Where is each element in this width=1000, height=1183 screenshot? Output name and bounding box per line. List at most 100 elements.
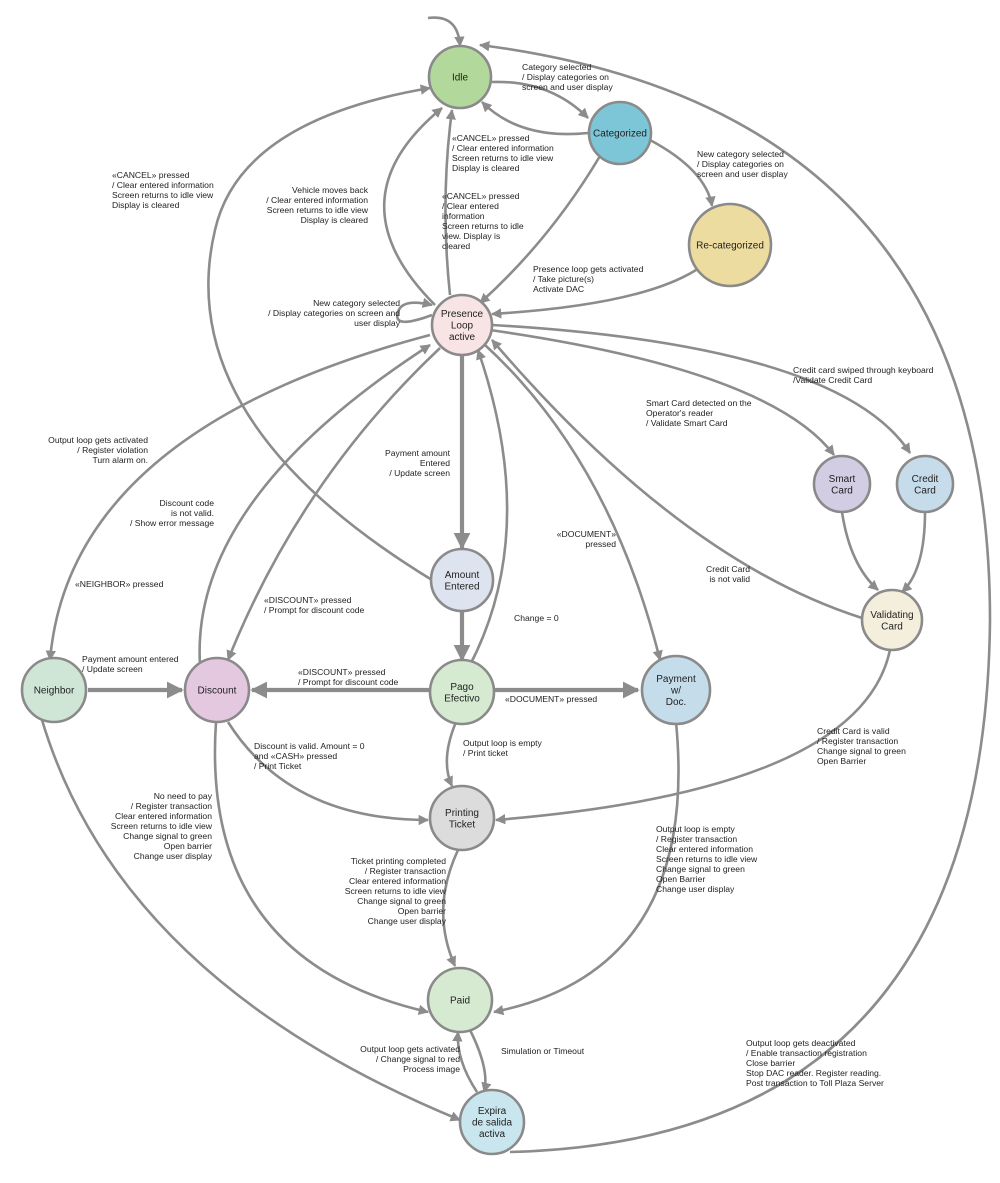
- transition-label-line: Change = 0: [514, 613, 559, 623]
- edge-printing-paid: [441, 849, 460, 967]
- state-circle-paymentdoc: [640, 654, 712, 726]
- state-label-pago: Pago: [450, 682, 474, 693]
- transition-label-line: Change signal to green: [817, 746, 906, 756]
- transition-label-line: / Clear entered information: [266, 195, 368, 205]
- transition-label-line: Display is cleared: [112, 200, 180, 210]
- transition-label-line: / Display categories on: [697, 159, 784, 169]
- transition-label-line: No need to pay: [154, 791, 213, 801]
- state-label-smartcard: Card: [831, 485, 853, 496]
- edge-categorized-recategorized: [649, 138, 716, 208]
- state-label-discount: Discount: [198, 686, 237, 697]
- transition-label-line: Activate DAC: [533, 284, 584, 294]
- edge-paymentdoc-paid: [492, 721, 680, 1016]
- transition-label-line: screen and user display: [522, 82, 613, 92]
- transition-label-line: Clear entered information: [115, 811, 212, 821]
- edge-presence-idle-back: [382, 106, 443, 306]
- edge-presence-discount: [226, 347, 441, 661]
- transition-edges: [40, 16, 992, 1154]
- transition-label-line: / Update screen: [82, 664, 143, 674]
- state-node-neighbor: Neighbor: [20, 656, 88, 724]
- edge-pago-printing: [443, 721, 458, 787]
- transition-label-line: Credit Card: [706, 564, 750, 574]
- transition-label-credit-valid: Credit Card is valid/ Register transacti…: [817, 726, 906, 766]
- transition-label-line: Output loop gets deactivated: [746, 1038, 856, 1048]
- state-circle-amount: [429, 547, 495, 613]
- edge-expira-paid: [452, 1030, 479, 1093]
- transition-label-line: Vehicle moves back: [292, 185, 369, 195]
- transition-label-line: / Prompt for discount code: [298, 677, 399, 687]
- transition-label-line: Process image: [403, 1064, 460, 1074]
- transition-label-line: Output loop is empty: [656, 824, 736, 834]
- transition-label-line: Stop DAC reader. Register reading.: [746, 1068, 881, 1078]
- transition-label-line: «DOCUMENT» pressed: [505, 694, 597, 704]
- state-label-expira: Expira: [478, 1106, 507, 1117]
- state-label-creditcard: Card: [914, 485, 936, 496]
- transition-label-line: Presence loop gets activated: [533, 264, 644, 274]
- edge-pago-presence: [468, 349, 509, 666]
- transition-label-line: / Register violation: [77, 445, 148, 455]
- edge-validating-printing: [494, 649, 892, 825]
- transition-label-line: / Validate Smart Card: [646, 418, 728, 428]
- transition-label-line: / Enable transaction registration: [746, 1048, 867, 1058]
- transition-label-line: / Display categories on screen and: [268, 308, 400, 318]
- transition-label-line: Discount is valid. Amount = 0: [254, 741, 365, 751]
- transition-label-line: Screen returns to idle view: [452, 153, 554, 163]
- state-node-categorized: Categorized: [587, 100, 653, 166]
- transition-label-line: Clear entered information: [656, 844, 753, 854]
- transition-label-line: / Print Ticket: [254, 761, 302, 771]
- transition-label-line: / Register transaction: [656, 834, 737, 844]
- state-circle-expira: [458, 1088, 526, 1156]
- transition-label-line: Change user display: [134, 851, 213, 861]
- state-node-recategorized: Re-categorized: [687, 202, 773, 288]
- edge-expira-idle: [478, 41, 992, 1154]
- transition-label-payment-neighbor: Payment amount entered/ Update screen: [82, 654, 179, 674]
- transition-label-line: Screen returns to idle: [442, 221, 524, 231]
- transition-label-line: New category selected: [697, 149, 784, 159]
- transition-label-line: Ticket printing completed: [351, 856, 446, 866]
- transition-label-line: / Prompt for discount code: [264, 605, 365, 615]
- state-circle-smartcard: [812, 454, 872, 514]
- transition-label-line: / Register transaction: [365, 866, 446, 876]
- transition-label-new-cat-selected: New category selected/ Display categorie…: [697, 149, 788, 179]
- state-circle-creditcard: [895, 454, 955, 514]
- state-label-expira: activa: [479, 1129, 506, 1140]
- edge-categorized-idle: [481, 101, 589, 136]
- transition-label-discount-pressed-2: «DISCOUNT» pressed/ Prompt for discount …: [298, 667, 399, 687]
- transition-label-cancel-amount: «CANCEL» pressed/ Clear entered informat…: [112, 170, 214, 210]
- transition-label-line: Payment amount entered: [82, 654, 179, 664]
- transition-label-line: cleared: [442, 241, 470, 251]
- transition-label-line: Turn alarm on.: [92, 455, 148, 465]
- transition-label-line: / Register transaction: [817, 736, 898, 746]
- transition-label-document-pressed-2: «DOCUMENT» pressed: [505, 694, 597, 704]
- edge-idle-categorized: [491, 80, 589, 119]
- edge-categorized-presence: [479, 155, 602, 304]
- transition-label-credit-swiped: Credit card swiped through keyboard/Vali…: [793, 365, 934, 385]
- edge-presence-self: [395, 297, 434, 324]
- transition-label-line: Open Barrier: [817, 756, 866, 766]
- transition-label-line: «DOCUMENT»: [557, 529, 616, 539]
- transition-label-cancel-presence: «CANCEL» pressed/ Clear enteredinformati…: [442, 191, 524, 251]
- state-label-presence: Presence: [441, 309, 484, 320]
- transition-label-line: / Display categories on: [522, 72, 609, 82]
- state-label-paymentdoc: w/: [670, 686, 681, 697]
- transition-label-line: Open Barrier: [656, 874, 705, 884]
- transition-label-line: Credit Card is valid: [817, 726, 890, 736]
- transition-label-line: pressed: [585, 539, 616, 549]
- transition-label-line: view. Display is: [442, 231, 500, 241]
- transition-label-line: Simulation or Timeout: [501, 1046, 585, 1056]
- state-label-creditcard: Credit: [912, 474, 939, 485]
- transition-label-document-pressed-1: «DOCUMENT»pressed: [557, 529, 616, 549]
- transition-label-line: / Print ticket: [463, 748, 509, 758]
- transition-label-line: «NEIGHBOR» pressed: [75, 579, 164, 589]
- transition-label-line: / Take picture(s): [533, 274, 594, 284]
